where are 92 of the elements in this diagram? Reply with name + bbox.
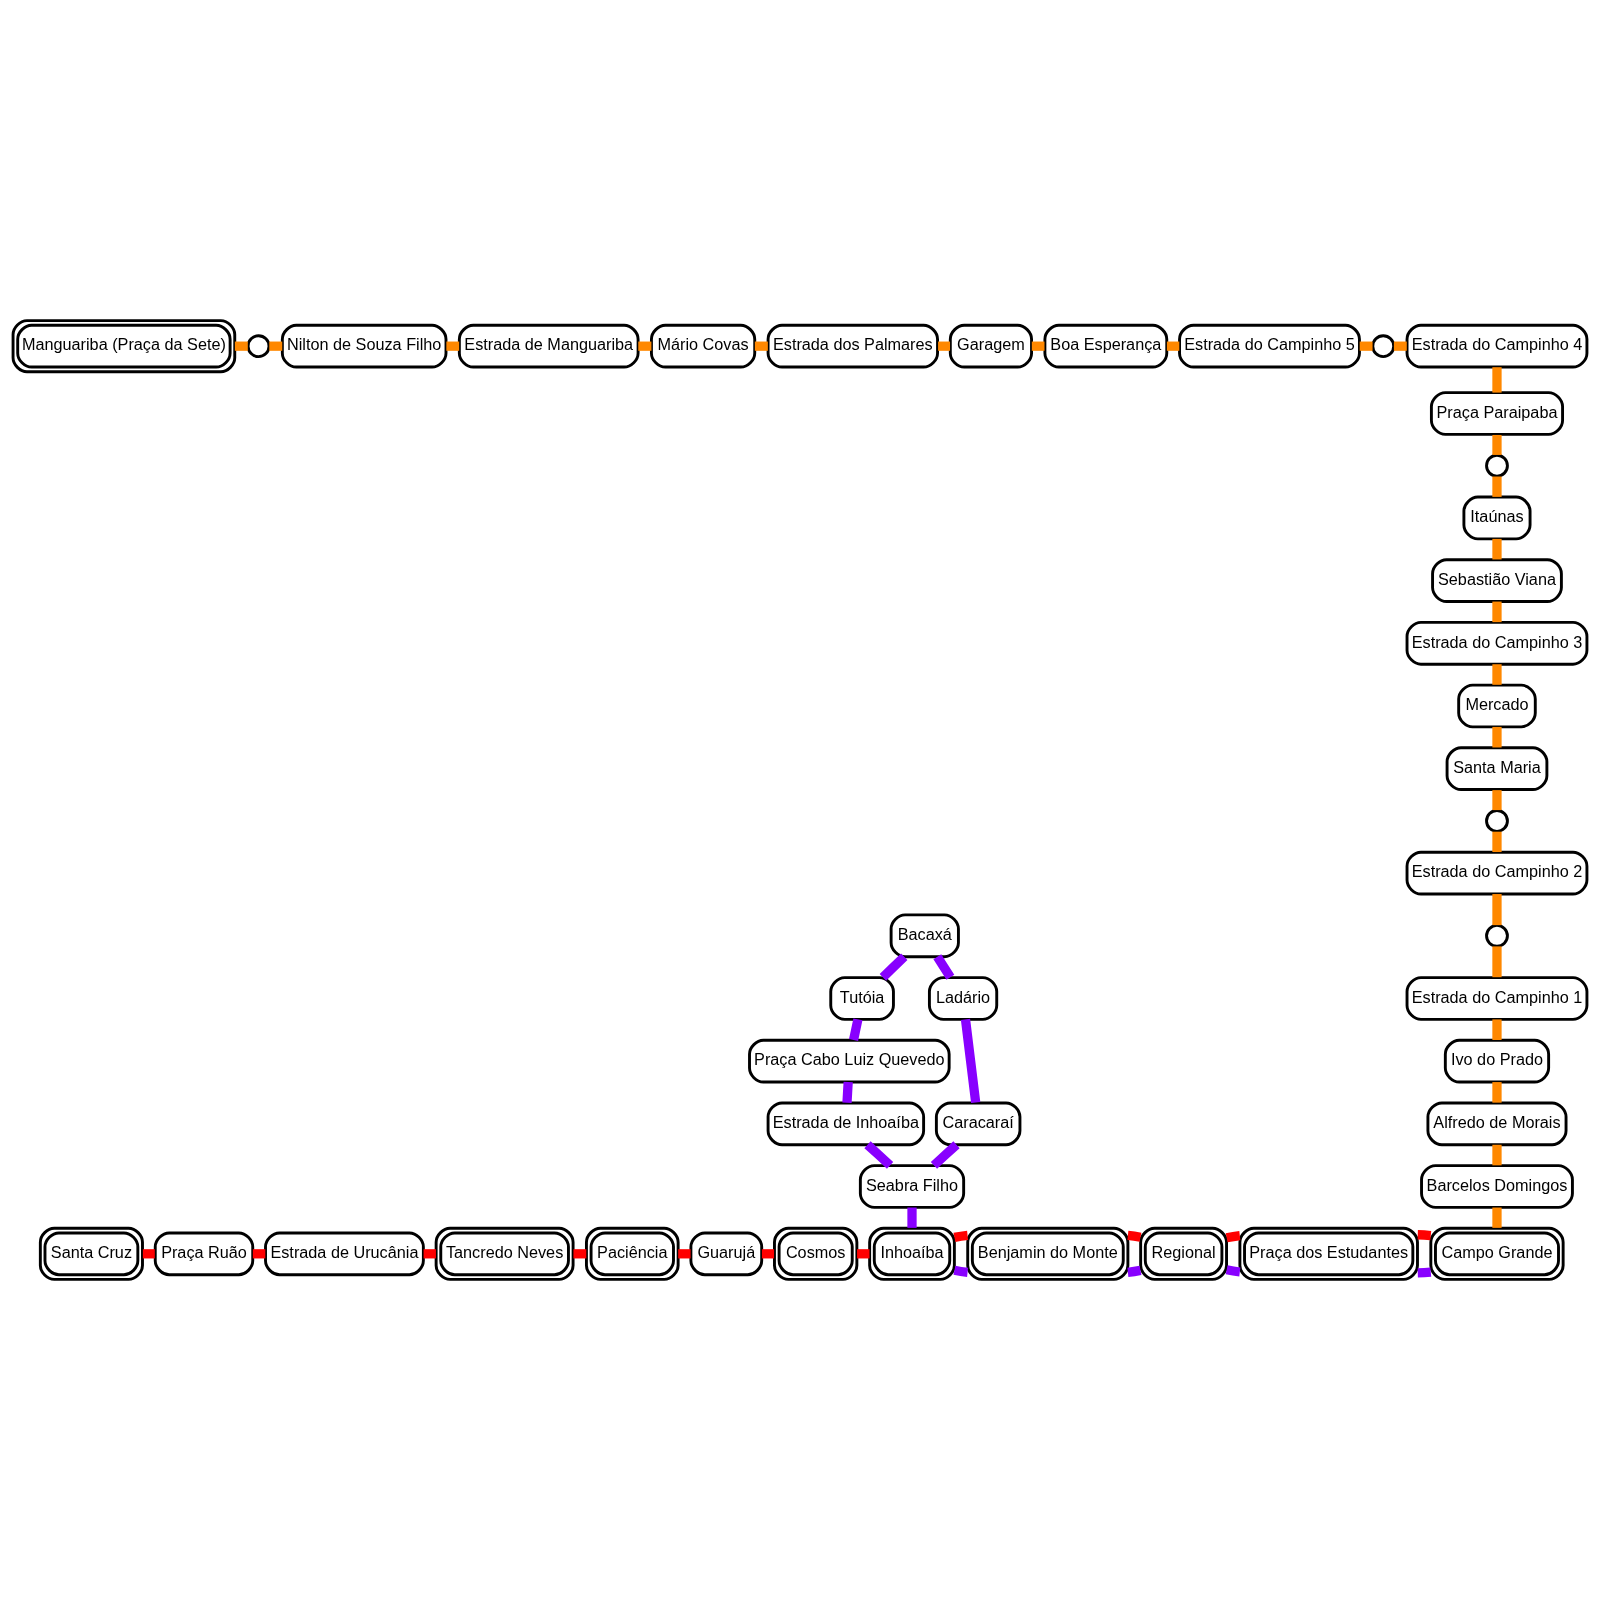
node-box: Seabra Filho (858, 1164, 966, 1209)
node-box: Nilton de Souza Filho (280, 323, 448, 369)
node-box: Caracaraí (934, 1101, 1022, 1147)
connector (960, 1018, 981, 1104)
node-box: Inhoaíba (868, 1226, 956, 1281)
connector (1492, 601, 1502, 623)
node-box: Sebastião Viana (1431, 558, 1563, 603)
node-circle (246, 334, 271, 359)
node-box: Tancredo Neves (434, 1226, 575, 1281)
node-circle (1485, 453, 1509, 478)
node-box: Santa Cruz (38, 1226, 144, 1281)
node-circle (1371, 334, 1396, 359)
node-box: Itaúnas (1462, 495, 1532, 541)
node-box: Ladário (927, 976, 999, 1021)
connector (1492, 1082, 1502, 1103)
connector (1492, 434, 1502, 455)
connector (1492, 664, 1502, 685)
connector (1492, 831, 1502, 853)
node-box: Bacaxá (889, 913, 960, 959)
node-box: Tutóia (829, 976, 895, 1021)
connector (234, 341, 248, 351)
connector (1359, 341, 1373, 351)
connector (1492, 946, 1502, 978)
node-box: Boa Esperança (1043, 323, 1169, 369)
connector (938, 341, 951, 351)
connector (678, 1249, 691, 1259)
connector (953, 1265, 969, 1277)
node-box: Estrada dos Palmares (766, 323, 939, 369)
connector (907, 1207, 917, 1228)
connector (930, 1141, 960, 1169)
node-box: Guarujá (689, 1231, 764, 1277)
connector (1492, 476, 1502, 497)
node-box: Ivo do Prado (1443, 1038, 1551, 1084)
node-box: Estrada do Campinho 2 (1405, 850, 1589, 896)
connector (1127, 1230, 1142, 1242)
node-box: Alfredo de Morais (1426, 1101, 1568, 1147)
node-box: Cosmos (773, 1226, 859, 1281)
node-box: Barcelos Domingos (1420, 1164, 1574, 1209)
node-box: Estrada de Urucânia (264, 1231, 425, 1277)
node-box: Paciência (585, 1226, 680, 1281)
connector (1417, 1230, 1432, 1241)
connector (1492, 538, 1502, 560)
connector (573, 1249, 587, 1259)
connector (1492, 367, 1502, 393)
connector (761, 1249, 775, 1259)
node-circle (1485, 809, 1509, 833)
node-box: Estrada do Campinho 1 (1405, 976, 1589, 1021)
node-box: Santa Maria (1445, 746, 1549, 791)
connector (933, 954, 955, 980)
connector (842, 1081, 853, 1103)
connector (1492, 726, 1502, 748)
node-box: Estrada do Campinho 3 (1405, 620, 1589, 666)
connector (879, 953, 908, 981)
node-box: Estrada do Campinho 4 (1405, 323, 1589, 369)
node-box: Benjamin do Monte (966, 1226, 1130, 1281)
connector (953, 1230, 969, 1242)
connector (1492, 1207, 1502, 1228)
node-box: Campo Grande (1429, 1226, 1565, 1281)
node-box: Praça Paraipaba (1429, 391, 1564, 436)
connector (849, 1018, 863, 1041)
connector (1127, 1265, 1142, 1277)
node-box: Praça Ruão (153, 1231, 255, 1277)
connector (252, 1249, 266, 1259)
node-box: Praça Cabo Luiz Quevedo (748, 1038, 951, 1084)
connector (1492, 790, 1502, 811)
connector (754, 341, 768, 351)
connector (1031, 341, 1045, 351)
connector (1492, 1144, 1502, 1166)
node-box: Mercado (1457, 683, 1537, 729)
connector (1225, 1265, 1241, 1277)
node-box: Mário Covas (649, 323, 757, 369)
node-circle (1485, 923, 1509, 948)
connector (638, 341, 652, 351)
connector (446, 341, 460, 351)
connector (857, 1249, 870, 1259)
connector (423, 1249, 436, 1259)
node-box: Manguariba (Praça da Sete) (11, 319, 237, 374)
node-box: Regional (1139, 1226, 1228, 1281)
node-box: Garagem (948, 323, 1033, 369)
connector (1492, 894, 1502, 926)
connector (864, 1141, 894, 1169)
connector (1492, 1019, 1502, 1040)
connector (1225, 1231, 1241, 1243)
node-box: Praça dos Estudantes (1238, 1226, 1419, 1281)
connector (269, 341, 283, 351)
connector (142, 1249, 155, 1259)
node-box: Estrada de Inhoaíba (766, 1101, 926, 1147)
connector (1166, 341, 1180, 351)
node-box: Estrada do Campinho 5 (1178, 323, 1361, 369)
node-box: Estrada de Manguariba (457, 323, 640, 369)
connector (1393, 341, 1407, 351)
connector (1417, 1267, 1432, 1278)
